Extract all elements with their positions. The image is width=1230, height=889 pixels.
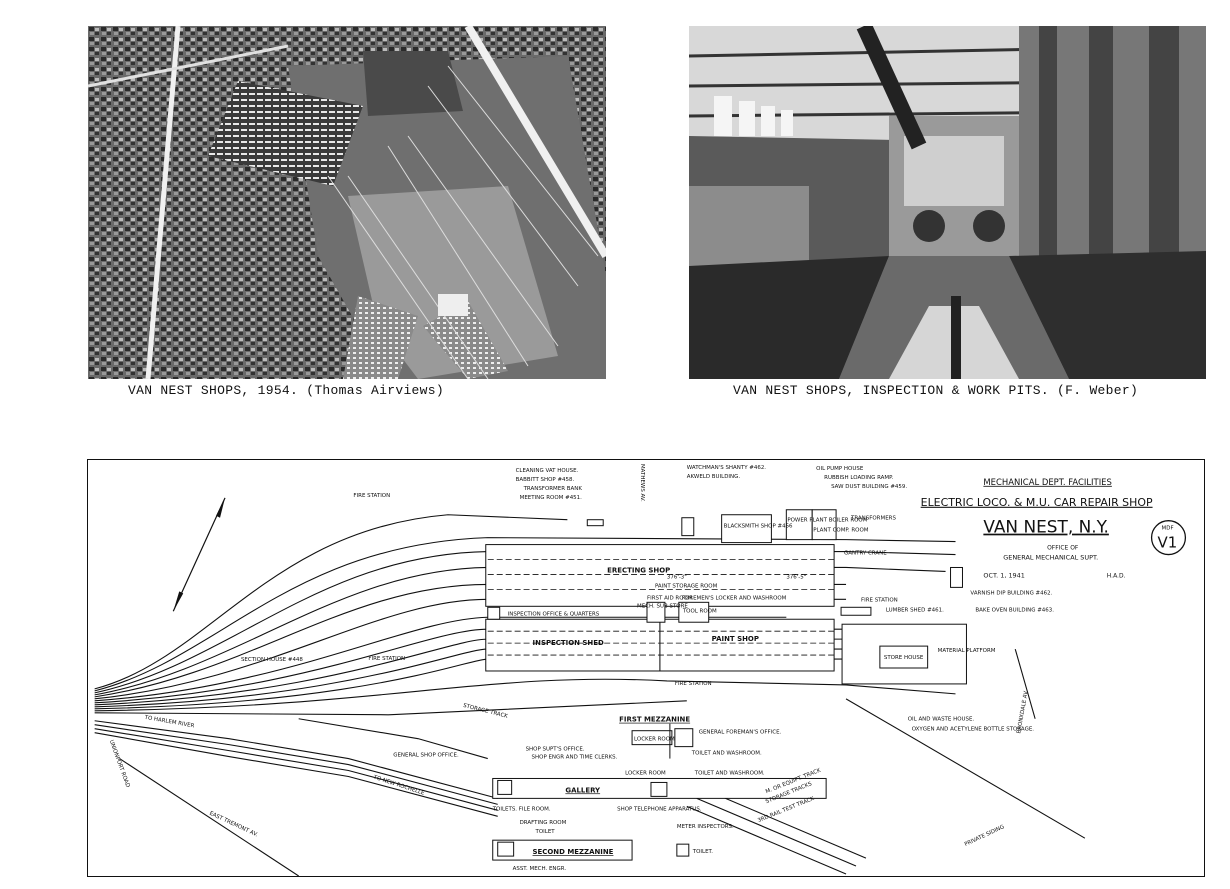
label-meter: METER INSPECTORS. (677, 824, 734, 830)
plan-initials: H.A.D. (1107, 572, 1126, 579)
label-meeting-room: MEETING ROOM #451. (520, 495, 583, 501)
label-fire-station-3: FIRE STATION (675, 681, 712, 687)
label-gen-shop-office: GENERAL SHOP OFFICE. (393, 753, 459, 759)
label-dim1: 376'-3" (667, 574, 687, 580)
plan-office-line2: GENERAL MECHANICAL SUPT. (1003, 554, 1098, 562)
plant-comp-building (811, 509, 837, 541)
inspection-pits-photo (689, 26, 1206, 379)
label-saw-dust: SAW DUST BUILDING #459. (831, 484, 907, 490)
label-transformer-bank: TRANSFORMER BANK (523, 486, 583, 492)
label-shop-supt: SHOP SUPT'S OFFICE. (526, 747, 585, 753)
label-paint-storage: PAINT STORAGE ROOM (655, 583, 718, 589)
label-oil-waste: OIL AND WASTE HOUSE. (908, 717, 975, 723)
label-shop-engr: SHOP ENGR AND TIME CLERKS. (532, 755, 618, 761)
photo2-caption: VAN NEST SHOPS, INSPECTION & WORK PITS. … (733, 383, 1139, 398)
plan-badge-big: V1 (1158, 534, 1178, 552)
label-drafting: DRAFTING ROOM (520, 820, 567, 826)
label-toilet-2: TOILET. (692, 849, 713, 855)
plan-badge-small: MDF (1162, 526, 1174, 532)
photo1-caption: VAN NEST SHOPS, 1954. (Thomas Airviews) (128, 383, 444, 398)
plan-office-line1: OFFICE OF (1047, 545, 1079, 552)
label-private-siding: PRIVATE SIDING (964, 824, 1006, 848)
label-toilet-1: TOILET (535, 829, 556, 835)
label-mathews: MATHEWS AV. (639, 464, 645, 502)
paint-shop-building (659, 618, 835, 672)
label-asst-mech: ASST. MECH. ENGR. (513, 866, 567, 872)
north-arrow-icon (172, 497, 226, 612)
aerial-photo-image (88, 26, 606, 379)
lumber-shed-building (840, 606, 872, 616)
label-babbitt: BABBITT SHOP #458. (516, 477, 575, 483)
label-oil-pump: OIL PUMP HOUSE (816, 466, 864, 472)
label-mech-sub: MECH. SUB STORE (637, 603, 688, 609)
label-lumber: LUMBER SHED #461. (886, 607, 944, 613)
label-gantry-crane: GANTRY CRANE (844, 551, 887, 557)
label-akweld: AKWELD BUILDING. (687, 474, 741, 480)
label-fire-station-2: FIRE STATION (368, 656, 405, 662)
plan-date: OCT. 1, 1941 (983, 571, 1024, 579)
label-inspection-shed: INSPECTION SHED (533, 639, 604, 647)
label-first-aid: FIRST AID ROOM (647, 595, 693, 601)
plan-shop-title: ELECTRIC LOCO. & M.U. CAR REPAIR SHOP (921, 496, 1153, 509)
label-dim2: 376'-5" (786, 574, 806, 580)
label-toilet-wash-1: TOILET AND WASHROOM. (691, 751, 762, 757)
tracks (94, 514, 1086, 876)
inspection-pits-image (689, 26, 1206, 379)
label-foremens: FOREMEN'S LOCKER AND WASHROOM (682, 595, 787, 601)
plan-badge (1150, 520, 1187, 556)
label-bake-oven: BAKE OVEN BUILDING #463. (975, 607, 1054, 613)
label-inspection-office: INSPECTION OFFICE & QUARTERS (508, 611, 600, 617)
label-store-house: STORE HOUSE (884, 655, 924, 661)
label-varnish: VARNISH DIP BUILDING #462. (970, 590, 1052, 596)
label-power-plant: POWER PLANT BOILER ROOM (787, 518, 867, 524)
label-locker-room-2: LOCKER ROOM (625, 770, 666, 776)
plan-place-title: VAN NEST, N.Y. (983, 517, 1108, 537)
label-gen-foreman: GENERAL FOREMAN'S OFFICE. (699, 730, 782, 736)
label-gallery: GALLERY (565, 786, 601, 794)
label-second-mezzanine: SECOND MEZZANINE (533, 848, 614, 856)
label-fire-station-4: FIRE STATION (861, 597, 898, 603)
mezzanines (492, 728, 827, 861)
aerial-photo (88, 26, 606, 379)
label-shop-telephone: SHOP TELEPHONE APPARATUS. (617, 806, 702, 812)
inspection-shed-building (485, 618, 661, 672)
track-plan: MECHANICAL DEPT. FACILITIES ELECTRIC LOC… (87, 459, 1205, 877)
label-east-tremont: EAST TREMONT AV. (208, 811, 259, 839)
label-first-mezzanine: FIRST MEZZANINE (619, 716, 690, 724)
plan-dept-title: MECHANICAL DEPT. FACILITIES (983, 477, 1111, 487)
label-erecting-shop: ERECTING SHOP (607, 566, 670, 574)
label-paint-shop: PAINT SHOP (712, 635, 759, 643)
label-transformers: TRANSFORMERS (850, 516, 896, 522)
label-rubbish: RUBBISH LOADING RAMP. (824, 475, 893, 481)
label-cleaning-vat: CLEANING VAT HOUSE. (516, 468, 579, 474)
label-plant-comp: PLANT COMP. ROOM (813, 528, 869, 534)
label-toilets-file: TOILETS. FILE ROOM. (492, 806, 551, 812)
label-toilet-wash-2: TOILET AND WASHROOM. (694, 770, 765, 776)
label-watchman: WATCHMAN'S SHANTY #462. (687, 465, 766, 471)
label-to-harlem: TO HARLEM RIVER (143, 715, 195, 730)
label-fire-station-1: FIRE STATION (353, 493, 390, 499)
second-mezzanine-outline (492, 839, 633, 861)
label-material-platform: MATERIAL PLATFORM (938, 648, 996, 654)
blacksmith-shop-building (721, 514, 772, 544)
track-plan-drawing: MECHANICAL DEPT. FACILITIES ELECTRIC LOC… (94, 464, 1187, 876)
label-locker-room-1: LOCKER ROOM (634, 737, 675, 743)
label-oxygen: OXYGEN AND ACETYLENE BOTTLE STORAGE. (912, 727, 1035, 733)
label-tool-room: TOOL ROOM (682, 608, 717, 614)
label-blacksmith: BLACKSMITH SHOP #456 (724, 524, 793, 530)
buildings (485, 509, 967, 685)
label-section-house: SECTION HOUSE #448 (241, 657, 303, 663)
